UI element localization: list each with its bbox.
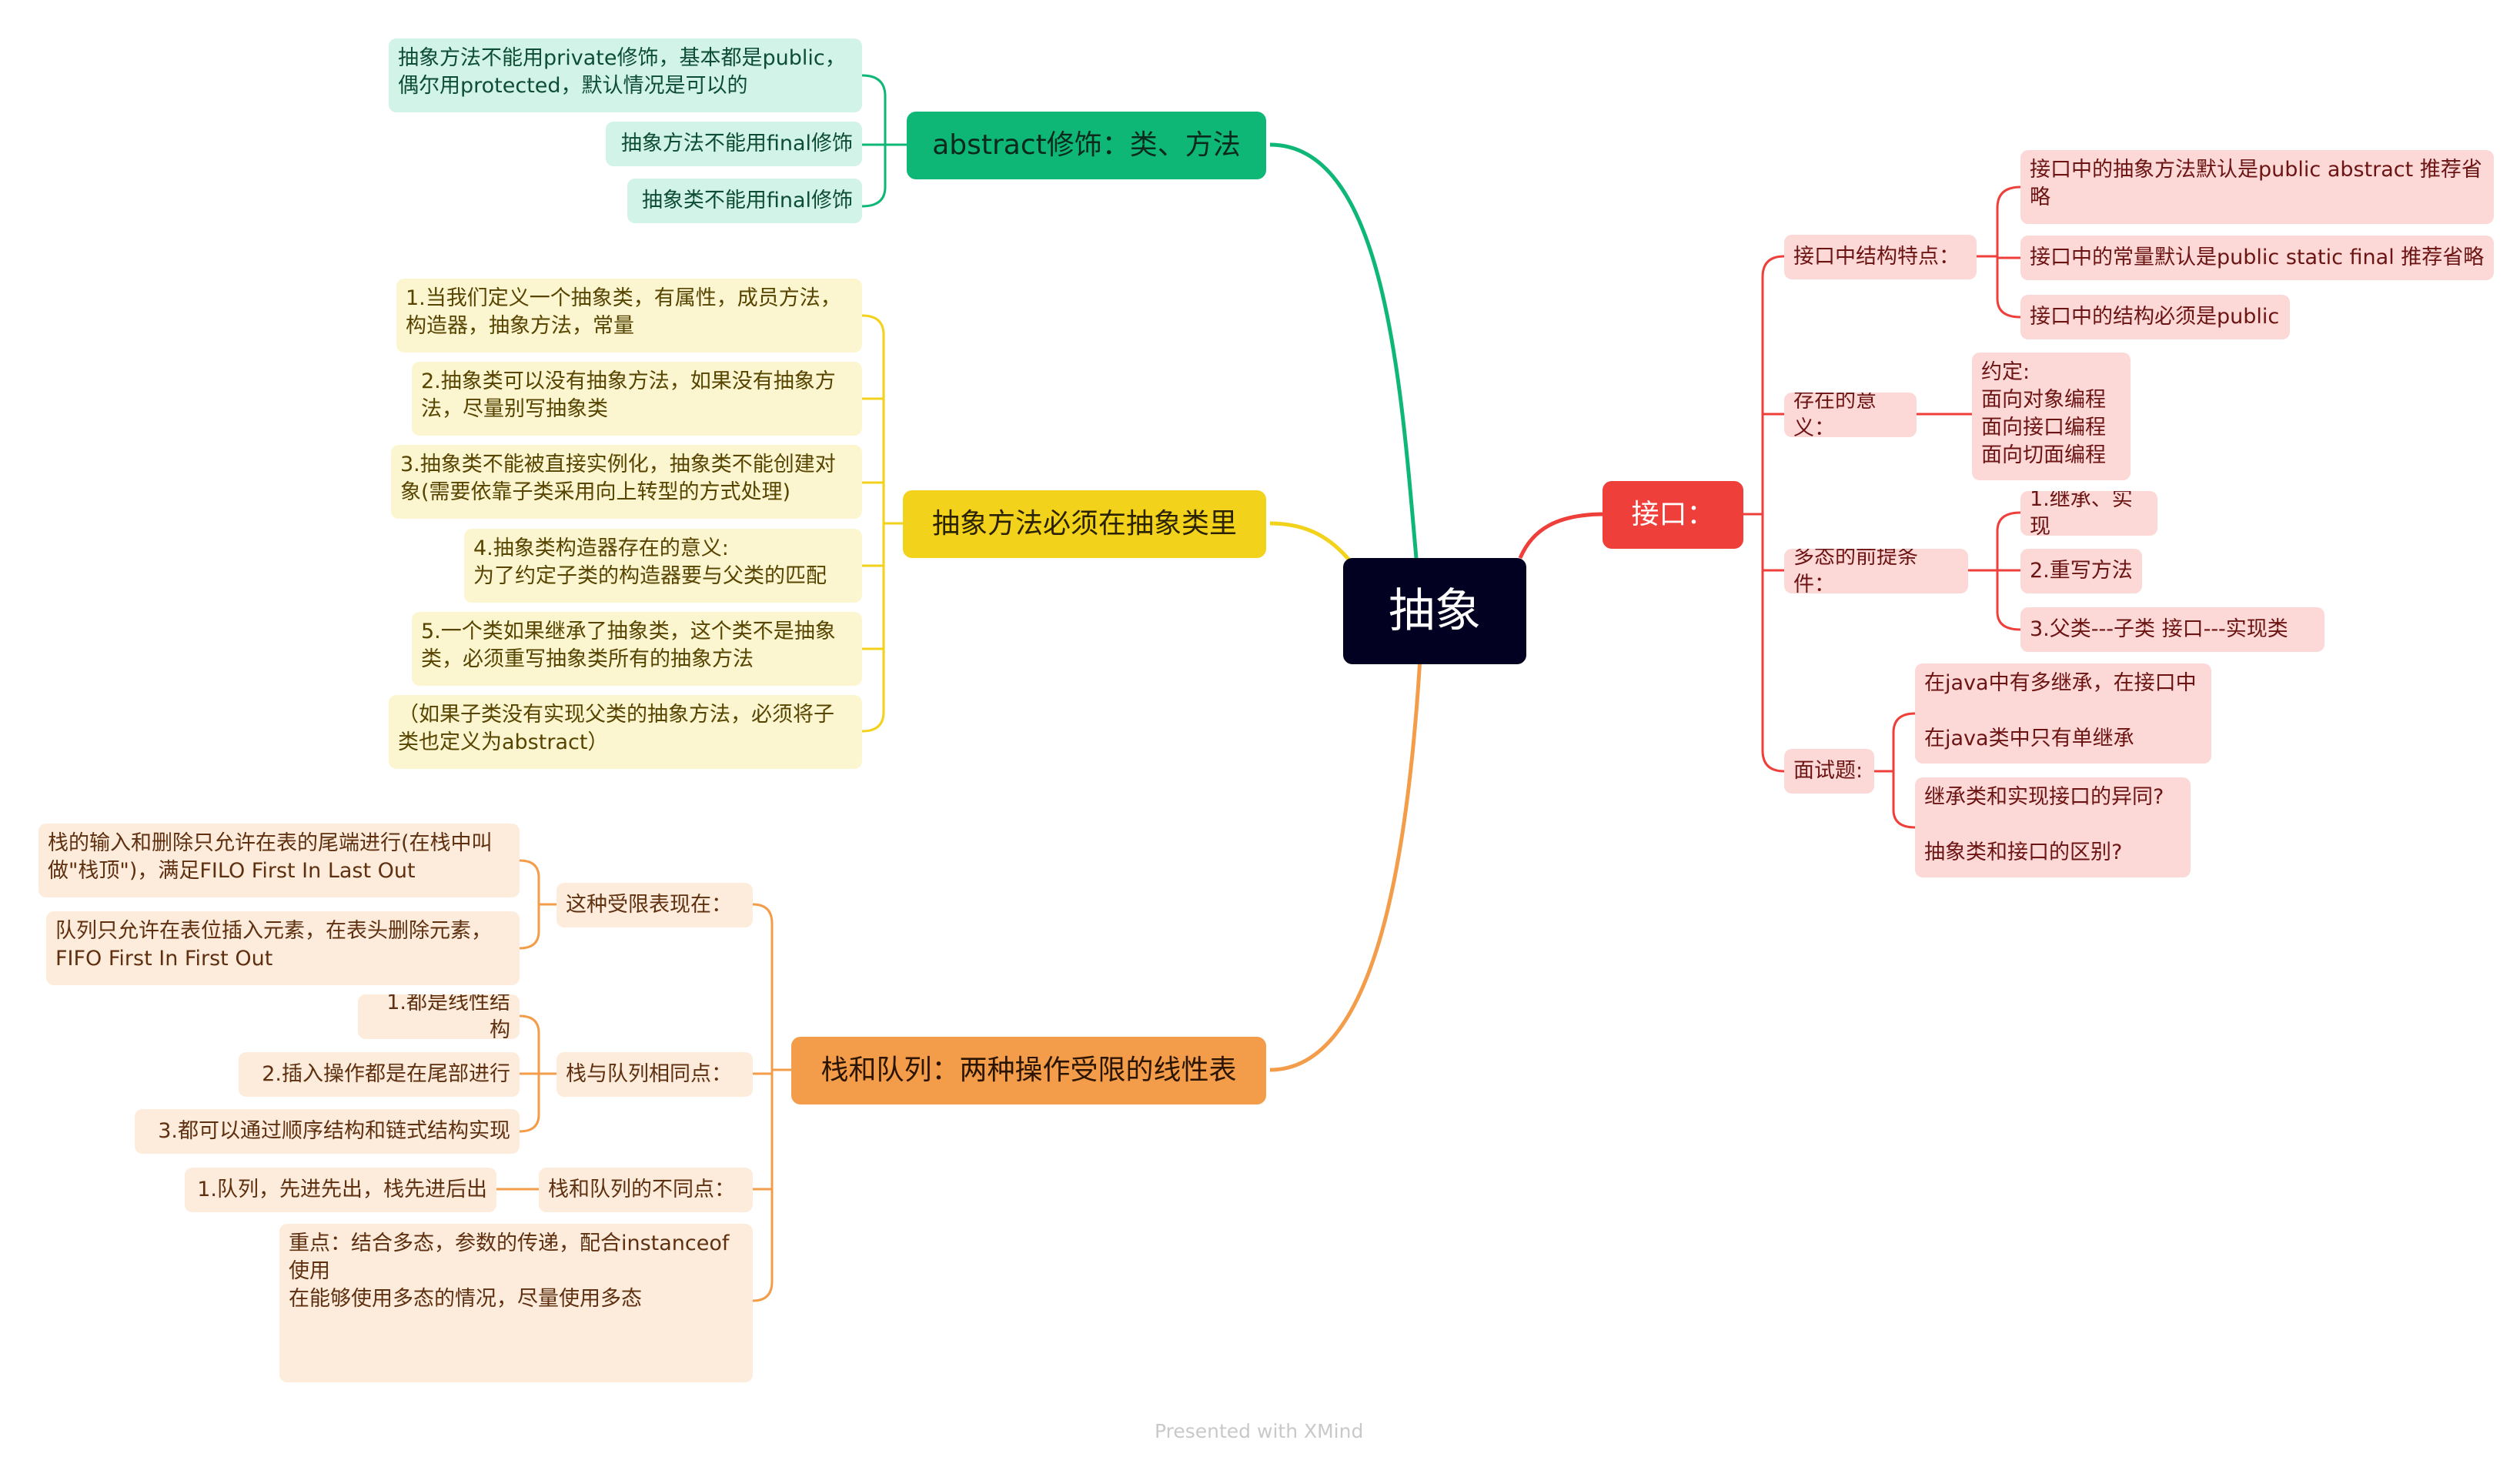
edge-abstract-children — [861, 74, 908, 208]
interface-group-1-item-1[interactable]: 接口中的抽象方法默认是public abstract 推荐省 略 — [2020, 150, 2494, 224]
interface-group-3[interactable]: 多态的前提条件： — [1784, 549, 1968, 593]
branch-must[interactable]: 抽象方法必须在抽象类里 — [903, 490, 1266, 558]
interface-group-3-item-3[interactable]: 3.父类---子类 接口---实现类 — [2020, 607, 2324, 652]
interface-group-1-item-2[interactable]: 接口中的常量默认是public static final 推荐省略 — [2020, 236, 2494, 280]
interface-group-3-item-2[interactable]: 2.重写方法 — [2020, 549, 2142, 593]
must-item-2[interactable]: 2.抽象类可以没有抽象方法，如果没有抽象方 法，尽量别写抽象类 — [412, 362, 862, 436]
watermark: Presented with XMind — [1155, 1420, 1364, 1442]
must-item-3[interactable]: 3.抽象类不能被直接实例化，抽象类不能创建对 象(需要依靠子类采用向上转型的方式… — [391, 445, 862, 519]
stack-group-1-item-2[interactable]: 队列只允许在表位插入元素，在表头删除元素， FIFO First In Firs… — [46, 911, 520, 985]
interface-group-1[interactable]: 接口中结构特点： — [1784, 235, 1977, 279]
interface-group-1-item-3[interactable]: 接口中的结构必须是public — [2020, 295, 2290, 339]
stack-note[interactable]: 重点：结合多态，参数的传递，配合instanceof 使用 在能够使用多态的情况… — [279, 1224, 753, 1382]
stack-group-1-item-1[interactable]: 栈的输入和删除只允许在表的尾端进行(在栈中叫 做"栈顶")，满足FILO Fir… — [38, 824, 520, 897]
stack-group-2-item-2[interactable]: 2.插入操作都是在尾部进行 — [239, 1052, 520, 1097]
must-item-4[interactable]: 4.抽象类构造器存在的意义: 为了约定子类的构造器要与父类的匹配 — [464, 529, 862, 603]
interface-group-4-item-1[interactable]: 在java中有多继承，在接口中 在java类中只有单继承 — [1915, 663, 2211, 764]
must-item-1[interactable]: 1.当我们定义一个抽象类，有属性，成员方法， 构造器，抽象方法，常量 — [396, 279, 862, 353]
edge-root-stack — [1269, 657, 1422, 1072]
abstract-item-3[interactable]: 抽象类不能用final修饰 — [627, 179, 862, 223]
branch-interface[interactable]: 接口： — [1603, 481, 1743, 549]
abstract-item-1[interactable]: 抽象方法不能用private修饰，基本都是public， 偶尔用protecte… — [389, 38, 862, 112]
stack-group-1[interactable]: 这种受限表现在： — [556, 883, 753, 927]
edge-root-abstract — [1269, 142, 1419, 559]
stack-group-3-item-1[interactable]: 1.队列，先进先出，栈先进后出 — [185, 1168, 496, 1212]
interface-group-4[interactable]: 面试题: — [1784, 749, 1874, 794]
interface-group-4-item-2[interactable]: 继承类和实现接口的异同? 抽象类和接口的区别? — [1915, 777, 2191, 877]
edge-root-must — [1269, 521, 1352, 563]
edge-must-children — [861, 314, 904, 733]
stack-group-3[interactable]: 栈和队列的不同点： — [539, 1168, 753, 1212]
interface-group-2-item-1[interactable]: 约定: 面向对象编程 面向接口编程 面向切面编程 — [1972, 353, 2131, 480]
stack-group-2-item-1[interactable]: 1.都是线性结构 — [358, 994, 520, 1039]
edge-interface-children — [1743, 185, 2021, 829]
must-item-6[interactable]: （如果子类没有实现父类的抽象方法，必须将子 类也定义为abstract） — [389, 695, 862, 769]
stack-group-2-item-3[interactable]: 3.都可以通过顺序结构和链式结构实现 — [135, 1109, 520, 1154]
interface-group-3-item-1[interactable]: 1.继承、实现 — [2020, 491, 2157, 536]
root-node[interactable]: 抽象 — [1343, 558, 1526, 664]
edge-root-interface — [1518, 512, 1606, 559]
interface-group-2[interactable]: 存在的意义： — [1784, 393, 1917, 437]
must-item-5[interactable]: 5.一个类如果继承了抽象类，这个类不是抽象 类，必须重写抽象类所有的抽象方法 — [412, 612, 862, 686]
edge-stack-children — [496, 859, 793, 1302]
abstract-item-2[interactable]: 抽象方法不能用final修饰 — [606, 122, 862, 166]
stack-group-2[interactable]: 栈与队列相同点： — [556, 1052, 753, 1097]
branch-stack[interactable]: 栈和队列：两种操作受限的线性表 — [791, 1037, 1266, 1104]
branch-abstract[interactable]: abstract修饰：类、方法 — [907, 112, 1266, 179]
